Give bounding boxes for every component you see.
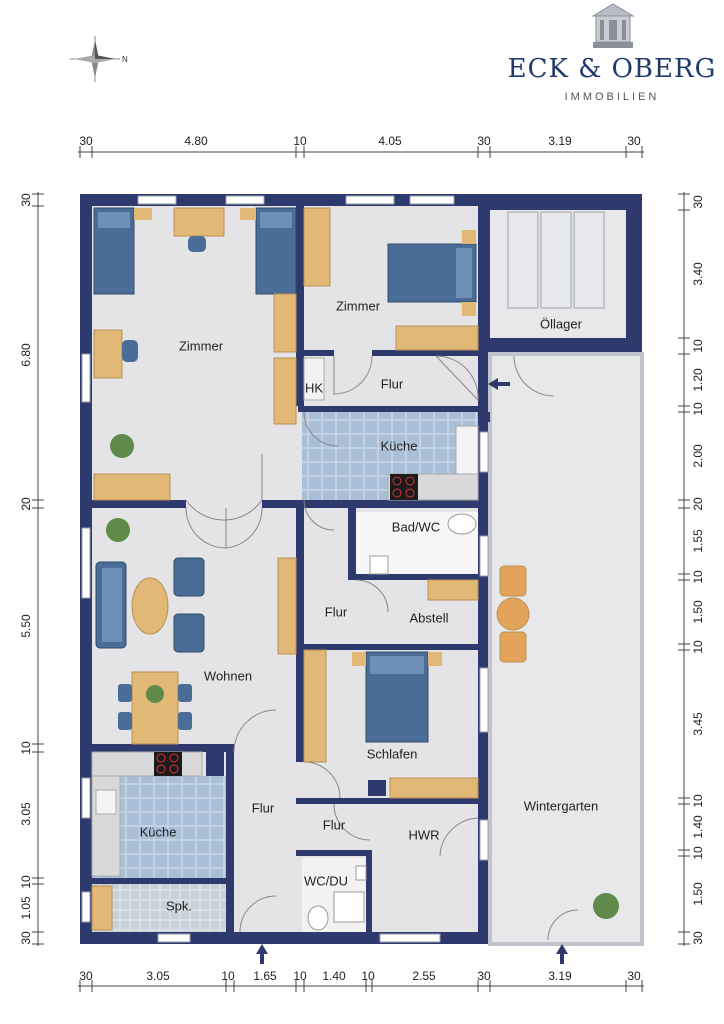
room-label-flur-bottom-left: Flur [251,800,275,816]
windows [81,195,489,943]
room-label-wohnen: Wohnen [203,668,253,684]
building-icon [591,3,635,48]
zimmer-right-furniture [303,207,479,351]
dim-right-17: 30 [691,931,705,945]
room-label-schlafen: Schlafen [366,746,418,762]
dim-left-4: 5.50 [19,614,33,638]
room-label-flur-top: Flur [380,376,404,392]
dim-top-7: 30 [627,134,641,148]
interior-walls [80,206,490,940]
room-label-zimmer-left: Zimmer [178,338,224,354]
room-label-bad-wc: Bad/WC [391,519,441,535]
dim-left-9: 30 [19,931,33,945]
dim-right-15: 10 [691,846,705,860]
brand-logo: ECK & OBERG IMMOBILIEN [500,0,724,110]
dim-right-14: 1.40 [691,815,705,839]
dim-right-1: 30 [691,195,705,209]
dim-bottom-8: 2.55 [412,969,436,983]
dim-right-6: 2.00 [691,444,705,468]
dim-bottom-9: 30 [477,969,491,983]
dim-left-2: 6.80 [19,343,33,367]
spk-tiles [92,884,226,932]
hk-unit [303,357,325,401]
wintergarten-frame [488,352,644,946]
dim-bottom-4: 1.65 [253,969,277,983]
entry-arrows [256,378,568,964]
dim-right-5: 10 [691,402,705,416]
room-label-kueche-top: Küche [380,438,418,454]
dim-bottom-3: 10 [221,969,235,983]
wintergarten-furniture [496,565,619,919]
bad-fixtures [369,513,479,601]
schlafen-furniture [303,649,479,799]
dim-right-9: 10 [691,570,705,584]
room-label-oellager: Öllager [540,316,582,332]
room-label-flur-mid: Flur [324,604,348,620]
zimmer-left-furniture [93,207,297,542]
dim-top-6: 3.19 [548,134,572,148]
dim-bottom-5: 10 [293,969,307,983]
room-label-zimmer-right: Zimmer [335,298,381,314]
dim-right-2: 3.40 [691,262,705,286]
compass-north-label: N [122,55,128,64]
dim-right-13: 10 [691,794,705,808]
dim-right-7: 20 [691,497,705,511]
room-label-hwr: HWR [408,827,440,843]
room-label-abstell: Abstell [409,610,449,626]
kueche-bottom-appliances [91,751,224,931]
dim-right-10: 1.50 [691,600,705,624]
room-label-wintergarten: Wintergarten [523,798,599,814]
brand-subtitle: IMMOBILIEN [564,91,660,103]
room-label-hk: HK [304,380,324,396]
dim-top-1: 30 [79,134,93,148]
doors [185,355,579,941]
dim-right-12: 3.45 [691,712,705,736]
dim-bottom-2: 3.05 [146,969,170,983]
room-label-wc-du: WC/DU [303,873,349,889]
dim-left-3: 20 [19,497,33,511]
dim-left-5: 10 [19,741,33,755]
dim-bottom-6: 1.40 [322,969,346,983]
dim-right-3: 10 [691,339,705,353]
kueche-top-appliances [387,425,479,501]
wcdu-fixtures [307,865,367,931]
dim-left-1: 30 [19,193,33,207]
dim-left-6: 3.05 [19,802,33,826]
oil-tanks [507,211,605,309]
dim-left-8: 1.05 [19,896,33,920]
dim-top-4: 4.05 [378,134,402,148]
dim-right-4: 1.20 [691,368,705,392]
dim-top-2: 4.80 [184,134,208,148]
dim-top-3: 10 [293,134,307,148]
dimension-ticks [32,146,690,992]
brand-name: ECK & OBERG [507,54,717,84]
dim-left-7: 10 [19,875,33,889]
dim-bottom-7: 10 [361,969,375,983]
room-label-kueche-bottom: Küche [139,824,177,840]
dim-bottom-11: 30 [627,969,641,983]
dimension-lines [37,151,685,987]
dim-right-8: 1.55 [691,529,705,553]
compass-icon: N [70,36,128,82]
dim-top-5: 30 [477,134,491,148]
dim-right-11: 10 [691,640,705,654]
dim-bottom-10: 3.19 [548,969,572,983]
wohnen-furniture [95,557,297,745]
dim-right-16: 1.50 [691,882,705,906]
room-label-flur-bottom: Flur [322,817,346,833]
dim-bottom-1: 30 [79,969,93,983]
room-label-spk: Spk. [165,898,193,914]
